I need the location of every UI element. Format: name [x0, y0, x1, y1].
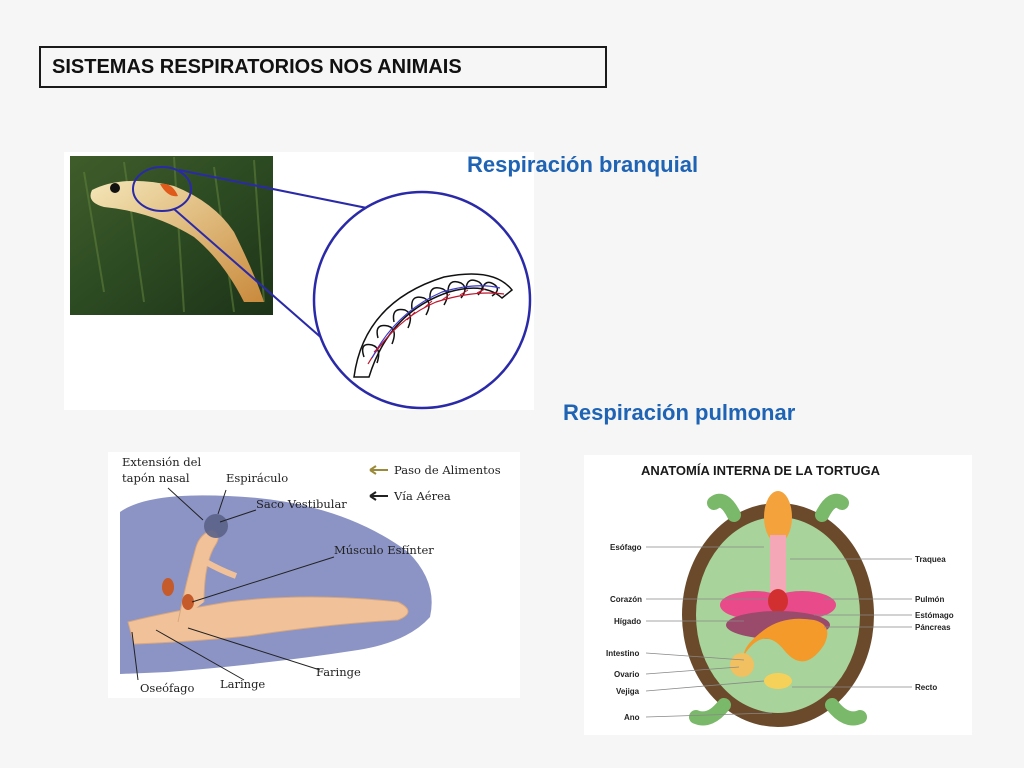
shark-illustration: Extensión del tapón nasal Espiráculo Sac…	[120, 455, 501, 695]
label-pancreas: Páncreas	[915, 623, 951, 632]
shark-respiration-figure: Extensión del tapón nasal Espiráculo Sac…	[108, 452, 520, 698]
turtle-anatomy-figure: ANATOMÍA INTERNA DE LA TORTUGA	[584, 455, 972, 735]
gill-lamellae-icon	[353, 273, 514, 378]
heading-gill-respiration: Respiración branquial	[467, 152, 699, 177]
label-pulmon: Pulmón	[915, 595, 944, 604]
label-estomago: Estómago	[915, 611, 954, 620]
gill-illustration	[70, 156, 532, 410]
label-sphincter-muscle: Músculo Esfínter	[334, 543, 434, 557]
legend-food-passage: Paso de Alimentos	[394, 463, 501, 477]
label-higado: Hígado	[614, 617, 641, 626]
slide-title-text: SISTEMAS RESPIRATORIOS NOS ANIMAIS	[52, 55, 462, 78]
fish-photo	[70, 156, 273, 315]
label-esofago: Esófago	[610, 543, 642, 552]
air-arrow-icon	[369, 491, 388, 501]
label-corazon: Corazón	[610, 595, 642, 604]
heading-lung-respiration: Respiración pulmonar	[563, 400, 796, 425]
slide-title: SISTEMAS RESPIRATORIOS NOS ANIMAIS	[39, 46, 607, 88]
label-larynx: Laringe	[220, 677, 265, 691]
label-vejiga: Vejiga	[616, 687, 640, 696]
label-intestino: Intestino	[606, 649, 639, 658]
label-nasal-extension: Extensión del	[122, 455, 201, 469]
label-vestibular-sac: Saco Vestibular	[256, 497, 347, 511]
label-spiracle: Espiráculo	[226, 471, 288, 485]
turtle-diagram-title: ANATOMÍA INTERNA DE LA TORTUGA	[641, 463, 881, 478]
turtle-left-labels: Esófago Corazón Hígado Intestino Ovario …	[606, 543, 642, 722]
label-ano: Ano	[624, 713, 640, 722]
turtle-body	[682, 491, 874, 727]
legend: Paso de Alimentos Vía Aérea	[369, 463, 501, 503]
label-recto: Recto	[915, 683, 937, 692]
label-pharynx: Faringe	[316, 665, 361, 679]
label-nasal-plug: tapón nasal	[122, 471, 190, 485]
label-traquea: Traquea	[915, 555, 946, 564]
gill-figure	[64, 152, 534, 410]
legend-airway: Vía Aérea	[393, 489, 451, 503]
turtle-right-labels: Traquea Pulmón Estómago Páncreas Recto	[915, 555, 954, 692]
label-ovario: Ovario	[614, 670, 639, 679]
turtle-illustration: ANATOMÍA INTERNA DE LA TORTUGA	[606, 463, 954, 727]
food-arrow-icon	[369, 465, 388, 475]
label-esophagus: Oseófago	[140, 681, 195, 695]
